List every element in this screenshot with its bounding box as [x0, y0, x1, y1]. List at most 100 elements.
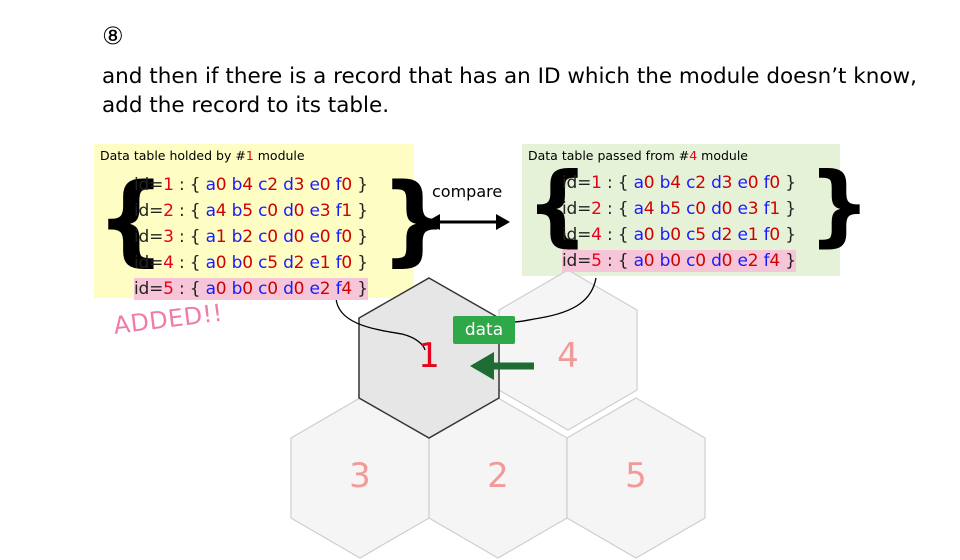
record-close: }	[352, 175, 368, 195]
record-id: 2	[163, 201, 174, 221]
record-separator: : {	[601, 251, 634, 271]
record-id: 4	[591, 225, 602, 245]
record-value: b5	[231, 201, 253, 221]
table-row: id=5 : { a0 b0 c0 d0 e2 f4 }	[562, 250, 796, 272]
module-label-5: 5	[625, 456, 647, 496]
module-hex-4[interactable]	[498, 269, 638, 431]
table-row: id=5 : { a0 b0 c0 d0 e2 f4 }	[134, 278, 368, 300]
module-hex-5[interactable]	[566, 397, 706, 559]
compare-arrow-right-head	[496, 214, 510, 230]
caption-line-1: and then if there is a record that has a…	[102, 64, 917, 89]
record-value: d0	[711, 199, 733, 219]
record-value: e1	[737, 225, 759, 245]
record-id-label: id=	[562, 225, 592, 245]
module-label-1: 1	[418, 336, 440, 376]
record-value: b2	[231, 227, 253, 247]
table-row: id=1 : { a0 b4 c2 d3 e0 f0 }	[134, 174, 368, 196]
record-value: f0	[335, 175, 353, 195]
record-value: c5	[686, 225, 706, 245]
table-row: id=1 : { a0 b4 c2 d3 e0 f0 }	[562, 172, 796, 194]
record-value: c0	[258, 227, 278, 247]
record-value: c2	[686, 173, 706, 193]
record-value: d0	[283, 279, 305, 299]
record-id-label: id=	[562, 251, 592, 271]
compare-arrow-left-head	[426, 214, 440, 230]
left-open-brace: {	[96, 163, 166, 277]
left-table-title-num: 1	[245, 148, 254, 163]
record-value: b5	[659, 199, 681, 219]
right-table-title-num: 4	[689, 148, 698, 163]
record-value: a0	[205, 279, 227, 299]
record-id-label: id=	[562, 173, 592, 193]
record-separator: : {	[601, 173, 634, 193]
record-id: 2	[591, 199, 602, 219]
record-value: d3	[283, 175, 305, 195]
record-id: 1	[163, 175, 174, 195]
left-table-panel	[94, 144, 414, 298]
record-value: c0	[258, 201, 278, 221]
left-table-title-suffix: module	[253, 148, 305, 163]
data-tag: data	[453, 316, 515, 344]
record-value: d0	[711, 251, 733, 271]
module-label-2: 2	[487, 456, 509, 496]
record-close: }	[780, 251, 796, 271]
right-table-title-suffix: module	[697, 148, 748, 163]
record-value: b0	[231, 279, 253, 299]
record-id: 5	[163, 279, 174, 299]
table-row: id=2 : { a4 b5 c0 d0 e3 f1 }	[562, 198, 796, 220]
record-value: f4	[335, 279, 353, 299]
record-value: b0	[659, 225, 681, 245]
record-value: d2	[283, 253, 305, 273]
record-value: a4	[205, 201, 227, 221]
record-value: e3	[309, 201, 331, 221]
record-value: a0	[205, 253, 227, 273]
record-value: c5	[258, 253, 278, 273]
caption-line-2: add the record to its table.	[102, 93, 390, 118]
record-value: e0	[309, 227, 331, 247]
record-separator: : {	[173, 175, 206, 195]
record-value: a0	[633, 225, 655, 245]
record-value: d0	[283, 201, 305, 221]
record-value: b4	[659, 173, 681, 193]
right-table-title: Data table passed from #4 module	[528, 148, 748, 163]
left-close-brace: }	[380, 163, 450, 277]
record-value: b0	[231, 253, 253, 273]
record-close: }	[780, 199, 796, 219]
step-number: ⑧	[102, 22, 124, 50]
record-close: }	[352, 201, 368, 221]
right-close-brace: }	[808, 153, 871, 256]
compare-label: compare	[432, 182, 503, 201]
record-value: a4	[633, 199, 655, 219]
table-row: id=4 : { a0 b0 c5 d2 e1 f0 }	[134, 252, 368, 274]
record-id: 5	[591, 251, 602, 271]
record-close: }	[352, 227, 368, 247]
record-value: a0	[633, 251, 655, 271]
record-id-label: id=	[134, 253, 164, 273]
left-table-title: Data table holded by #1 module	[100, 148, 305, 163]
record-separator: : {	[601, 199, 634, 219]
record-value: b4	[231, 175, 253, 195]
record-value: f0	[763, 173, 781, 193]
record-value: e0	[309, 175, 331, 195]
right-connector-curve	[513, 277, 597, 323]
record-value: e2	[737, 251, 759, 271]
record-value: f0	[763, 225, 781, 245]
record-close: }	[352, 279, 368, 299]
record-id-label: id=	[134, 201, 164, 221]
record-value: f1	[335, 201, 353, 221]
record-value: f4	[763, 251, 781, 271]
record-close: }	[780, 173, 796, 193]
record-value: b0	[659, 251, 681, 271]
record-id: 1	[591, 173, 602, 193]
record-value: e1	[309, 253, 331, 273]
table-row: id=3 : { a1 b2 c0 d0 e0 f0 }	[134, 226, 368, 248]
record-value: d3	[711, 173, 733, 193]
module-label-4: 4	[557, 336, 579, 376]
record-id: 4	[163, 253, 174, 273]
record-value: f0	[335, 227, 353, 247]
module-label-3: 3	[349, 456, 371, 496]
record-separator: : {	[173, 253, 206, 273]
record-value: e3	[737, 199, 759, 219]
record-value: f1	[763, 199, 781, 219]
record-value: e2	[309, 279, 331, 299]
